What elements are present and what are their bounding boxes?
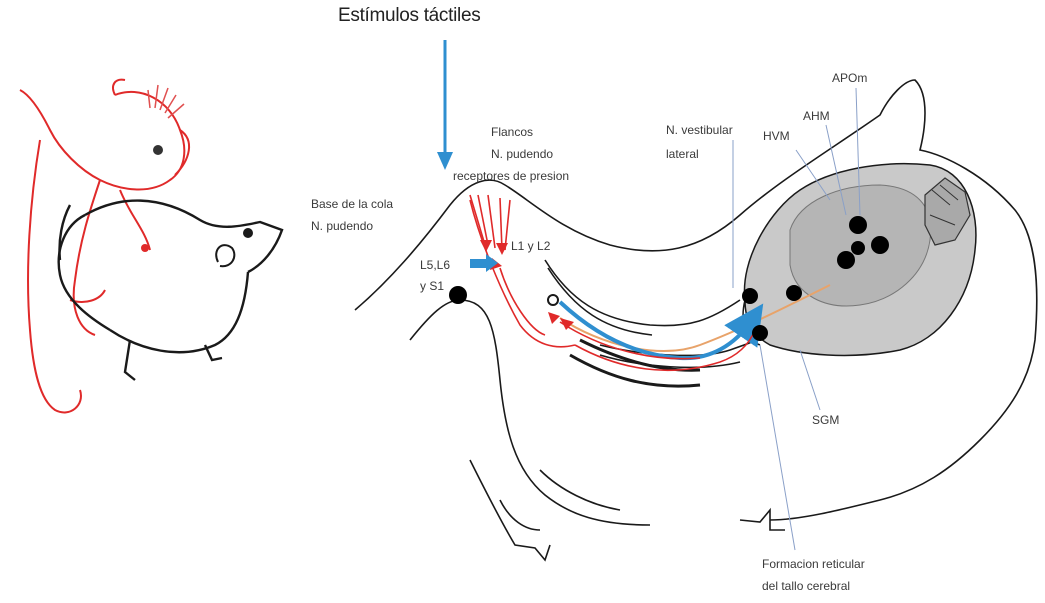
label-n-pudendo-tail: N. pudendo: [311, 218, 373, 234]
label-pressure-receptors: receptores de presion: [453, 168, 569, 184]
label-l1-l2: L1 y L2: [511, 238, 550, 254]
female-rat-eye: [243, 228, 253, 238]
female-rat-ear: [216, 245, 234, 266]
male-rat-eye: [153, 145, 163, 155]
label-vestibular-nucleus: N. vestibular: [666, 122, 733, 138]
nucleus-dot: [837, 251, 855, 269]
male-rat-fur: [148, 85, 184, 118]
label-reticular-formation: Formacion reticular: [762, 556, 865, 572]
mating-rats-inset: [20, 80, 282, 413]
nucleus-dot: [786, 285, 802, 301]
male-paw-contact: [141, 244, 149, 252]
label-ahm: AHM: [803, 108, 830, 124]
label-apom: APOm: [832, 70, 867, 86]
label-n-pudendo-flanks: N. pudendo: [491, 146, 553, 162]
nucleus-dot: [871, 236, 889, 254]
open-node: [548, 295, 558, 305]
stimulus-title: Estímulos táctiles: [338, 8, 480, 24]
nucleus-dot: [851, 241, 865, 255]
label-lateral: lateral: [666, 146, 699, 162]
label-tail-base: Base de la cola: [311, 196, 393, 212]
spinal-nucleus-dot: [449, 286, 467, 304]
label-brainstem: del tallo cerebral: [762, 578, 850, 594]
nucleus-dot: [752, 325, 768, 341]
label-flancos: Flancos: [491, 124, 533, 140]
label-l5-l6: L5,L6: [420, 257, 450, 273]
label-hvm: HVM: [763, 128, 790, 144]
male-rat-outline: [20, 80, 189, 413]
female-rat-outline: [59, 201, 282, 380]
label-sgm: SGM: [812, 412, 839, 428]
nucleus-dot: [742, 288, 758, 304]
tactile-stimulus-arrow: [437, 40, 453, 170]
label-s1: y S1: [420, 278, 444, 294]
nucleus-dot: [849, 216, 867, 234]
